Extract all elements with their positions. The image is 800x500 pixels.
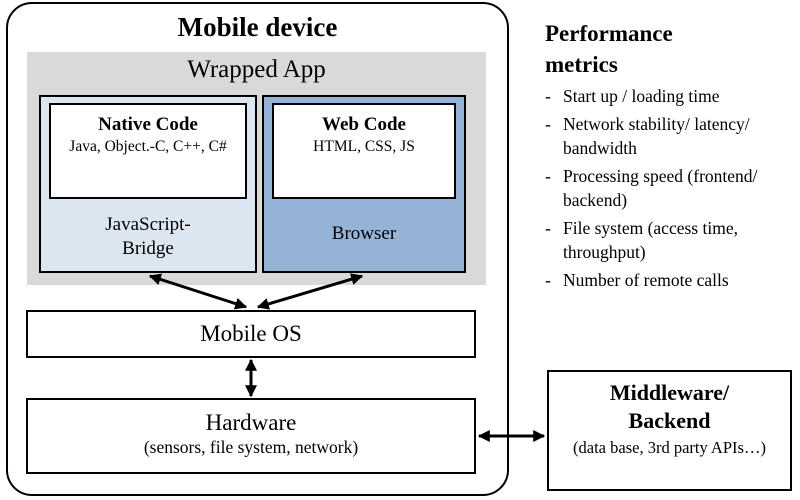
native-code-languages: Java, Object.-C, C++, C# — [69, 138, 227, 155]
browser-to-os-arrow — [256, 273, 364, 310]
wrapped-app-label: Wrapped App — [187, 56, 326, 83]
bullet-dash: - — [545, 86, 551, 106]
javascript-bridge-line1: JavaScript- — [105, 214, 191, 235]
performance-metrics-title: Performance metrics — [545, 18, 795, 80]
metric-item: - File system (access time, throughput) — [545, 216, 797, 264]
performance-metrics-title-line1: Performance — [545, 21, 673, 46]
browser-label: Browser — [331, 223, 397, 244]
web-code-title: Web Code — [322, 114, 406, 135]
metric-item: - Network stability/ latency/ bandwidth — [545, 112, 797, 160]
metric-item-label: Network stability/ latency/ bandwidth — [563, 114, 750, 158]
metric-item: - Processing speed (frontend/ backend) — [545, 164, 797, 212]
mobile-device-title: Mobile device — [177, 12, 338, 42]
bullet-dash: - — [545, 218, 551, 238]
bridge-to-os-arrow — [148, 273, 248, 310]
javascript-bridge-line2: Bridge — [122, 238, 174, 259]
metric-item-label: Number of remote calls — [563, 270, 729, 290]
performance-metrics-list: - Start up / loading time - Network stab… — [545, 84, 797, 296]
hardware-subtitle: (sensors, file system, network) — [143, 437, 359, 457]
middleware-title-line1: Middleware/ — [609, 380, 730, 405]
metric-item-label: File system (access time, throughput) — [563, 218, 738, 262]
bullet-dash: - — [545, 114, 551, 134]
metric-item: - Start up / loading time — [545, 84, 797, 108]
middleware-title-line2: Backend — [628, 408, 711, 433]
middleware-box: Middleware/ Backend (data base, 3rd part… — [547, 370, 792, 491]
native-code-box: Native Code Java, Object.-C, C++, C# — [49, 103, 247, 199]
metric-item-label: Processing speed (frontend/ backend) — [563, 166, 758, 210]
native-code-title: Native Code — [98, 114, 198, 135]
middleware-subtitle: (data base, 3rd party APIs…) — [573, 438, 766, 457]
web-code-languages: HTML, CSS, JS — [313, 138, 415, 155]
hardware-title: Hardware — [205, 410, 297, 435]
bullet-dash: - — [545, 166, 551, 186]
mobile-os-label: Mobile OS — [200, 321, 302, 346]
mobile-os-box: Mobile OS — [26, 310, 476, 358]
javascript-bridge-label: JavaScript- Bridge — [39, 213, 257, 261]
web-code-box: Web Code HTML, CSS, JS — [272, 103, 456, 199]
metric-item: - Number of remote calls — [545, 268, 797, 292]
metric-item-label: Start up / loading time — [563, 86, 720, 106]
bullet-dash: - — [545, 270, 551, 290]
middleware-title: Middleware/ Backend — [549, 379, 790, 435]
performance-metrics-title-line2: metrics — [545, 52, 618, 77]
hardware-box: Hardware (sensors, file system, network) — [26, 398, 476, 474]
